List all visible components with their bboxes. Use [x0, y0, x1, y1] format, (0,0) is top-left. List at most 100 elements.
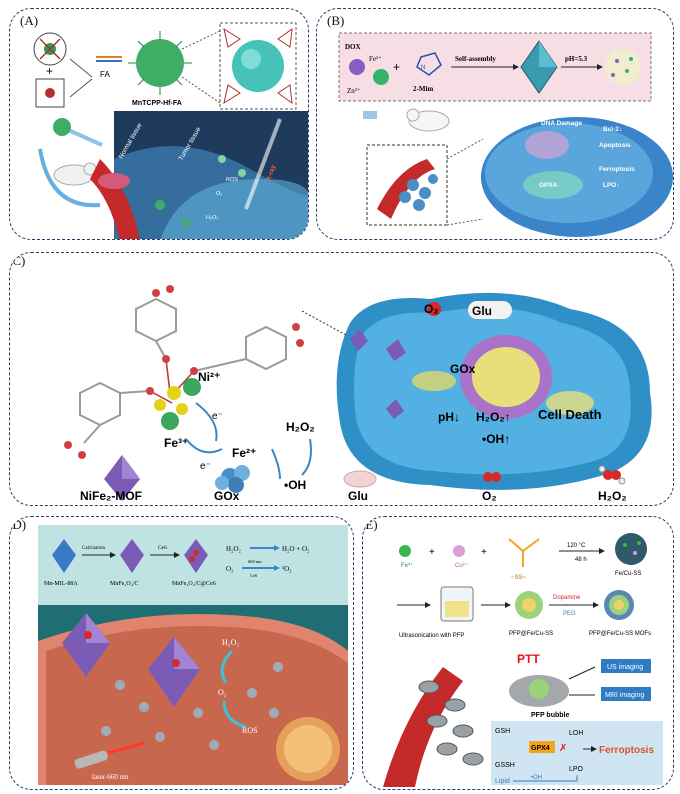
ros-label-d: ROS: [242, 726, 258, 735]
legend-nife2-mof-label: NiFe₂-MOF: [80, 489, 142, 503]
fe3-label: Fe³⁺: [164, 436, 188, 450]
o2-cell-label: O₂: [424, 302, 439, 316]
lpo-label-e: LPO: [569, 766, 584, 773]
legend-o2-icon: [483, 472, 501, 482]
us-imaging-label: US imaging: [607, 664, 643, 671]
panel-a: (A) + FA MnTCPP-Hf-FA: [9, 8, 309, 240]
eq1-right: H₂O + O₂: [282, 545, 310, 553]
degraded-mof: [605, 49, 641, 85]
legend-gox-label: GOx: [214, 489, 240, 503]
ferroptosis-label-e: Ferroptosis: [599, 745, 654, 756]
eq2-top: 660 nm: [248, 559, 262, 564]
loh-label: LOH: [569, 730, 583, 737]
ni-label: Ni²⁺: [198, 370, 220, 384]
fa-label: FA: [100, 70, 110, 79]
oh-cell-label: •OH↑: [482, 432, 510, 446]
panel-e-label: (E): [362, 517, 378, 532]
mnfece6-label: MnFe₂O₄/C@Ce6: [172, 581, 216, 587]
panel-d-label: (D): [9, 517, 27, 532]
legend-o2-label: O₂: [482, 489, 497, 503]
fe-label: Fe²⁺: [369, 55, 382, 63]
ultra-label: Ultrasonication with PFP: [399, 633, 464, 639]
fe2-label: Fe²⁺: [232, 446, 256, 460]
panel-c: (C) Ni²⁺ Fe³⁺ e⁻ e⁻ Fe: [9, 252, 674, 506]
calcination-label: Calcination: [82, 546, 106, 551]
legend-gox-icon: [215, 465, 250, 493]
mofs-label: PFP@Fe/Cu-SS MOFs: [589, 631, 651, 637]
legend-glu-label: Glu: [348, 489, 368, 503]
apoptosis-label: Apoptosis: [599, 142, 631, 149]
self-assembly-label: Self-assembly: [455, 55, 496, 63]
panel-c-illustration: Ni²⁺ Fe³⁺ e⁻ e⁻ Fe²⁺ H₂O₂ •OH Glu O₂ GOx…: [64, 285, 652, 501]
ph-label: pH=5.3: [565, 55, 588, 63]
ligand-ss: [508, 538, 540, 567]
panel-e-illustration: Fe³⁺ + Cu²⁺ + ~SS~ 120 °C 48 h Fe/Cu-SS …: [383, 533, 663, 787]
bubble-label: PFP bubble: [531, 712, 569, 719]
dopamine-label: Dopamine: [553, 595, 581, 601]
mn-mil-label: Mn-MIL-88A: [44, 581, 78, 587]
gpx4-label: GPX4↓: [539, 182, 560, 189]
ferroptosis-label: Ferroptosis: [599, 166, 635, 173]
cell-death-label: Cell Death: [538, 407, 602, 422]
svg-text:✗: ✗: [559, 743, 567, 754]
legend-h2o2-icon: [598, 465, 626, 485]
cu-label-e: Cu²⁺: [455, 562, 468, 569]
e-label-1: e⁻: [212, 411, 223, 422]
dox-label: DOX: [345, 43, 361, 51]
eq2-bottom: Ce6: [250, 573, 258, 578]
svg-text:+: +: [46, 64, 53, 78]
lpo-label: LPO↑: [603, 182, 620, 189]
lipid-label: Lipid: [495, 778, 510, 785]
ros-label: ROS: [226, 177, 238, 183]
h2o2-label-c: H₂O₂: [286, 420, 315, 434]
panel-b: (B) DOX Fe²⁺ Zn²⁺ + N 2-Mim Self-assembl…: [316, 8, 674, 240]
h2o2-cell-label: H₂O₂↑: [476, 410, 511, 424]
mof-nanoparticle: [128, 31, 192, 95]
gpx4-label-e: GPX4: [531, 745, 550, 752]
oh-label-e: •OH: [531, 775, 542, 781]
panel-c-label: (C): [9, 253, 26, 268]
e-label-2: e⁻: [200, 461, 211, 472]
panel-b-label: (B): [327, 13, 345, 28]
svg-text:N: N: [421, 65, 425, 71]
oh-label-c: •OH: [284, 478, 306, 492]
product-label: MnTCPP-Hf-FA: [132, 100, 182, 107]
o2-label: O₂: [216, 191, 222, 197]
ptt-label: PTT: [517, 652, 540, 666]
svg-text:+: +: [429, 547, 435, 558]
legend-nife2-mof-icon: [104, 455, 140, 501]
zn-label: Zn²⁺: [347, 87, 361, 95]
molecular-structure: [79, 297, 287, 444]
h2o2-label-d: H₂O₂: [222, 638, 239, 647]
panel-d: (D) Mn-MIL-88A Calcination MnFe₂O₄/C Ce6…: [9, 516, 354, 790]
laser-label: laser-660 nm: [92, 773, 129, 781]
panel-e: (E) Fe³⁺ + Cu²⁺ + ~SS~ 120 °C 48 h Fe/Cu…: [362, 516, 674, 790]
ph-cell-label: pH↓: [438, 410, 460, 424]
mnfe-label: MnFe₂O₄/C: [110, 581, 139, 587]
gssh-label: GSSH: [495, 762, 515, 769]
o2-label-d: O₂: [218, 688, 227, 697]
ce6-label: Ce6: [158, 545, 167, 551]
glu-cell-label: Glu: [472, 304, 492, 318]
panel-b-illustration: DOX Fe²⁺ Zn²⁺ + N 2-Mim Self-assembly pH…: [338, 32, 673, 237]
temp-label: 120 °C: [567, 543, 586, 549]
mri-imaging-label: MRI imaging: [605, 692, 644, 699]
svg-text:+: +: [393, 60, 400, 74]
panel-a-label: (A): [20, 13, 39, 28]
panel-d-illustration: Mn-MIL-88A Calcination MnFe₂O₄/C Ce6 MnF…: [38, 525, 348, 785]
bcl-label: Bcl-2↓: [603, 126, 622, 133]
precursor-hf-cluster: [35, 78, 65, 108]
svg-text:+: +: [481, 547, 487, 558]
peg-label: PEG: [563, 611, 576, 617]
fecuss-label: Fe/Cu-SS: [615, 571, 641, 577]
mim-label: 2-Mim: [413, 85, 433, 93]
legend-glu-icon: [343, 470, 377, 488]
eq2-right: ¹O₂: [282, 565, 292, 573]
eq2-left: O₂: [226, 565, 234, 573]
panel-a-illustration: + FA MnTCPP-Hf-FA: [33, 22, 308, 239]
imidazole-structure: N: [416, 52, 442, 76]
eq1-left: H₂O₂: [226, 545, 242, 553]
gox-cell-label: GOx: [450, 362, 476, 376]
legend-h2o2-label: H₂O₂: [598, 489, 627, 503]
h2o2-label: H₂O₂: [206, 215, 219, 221]
